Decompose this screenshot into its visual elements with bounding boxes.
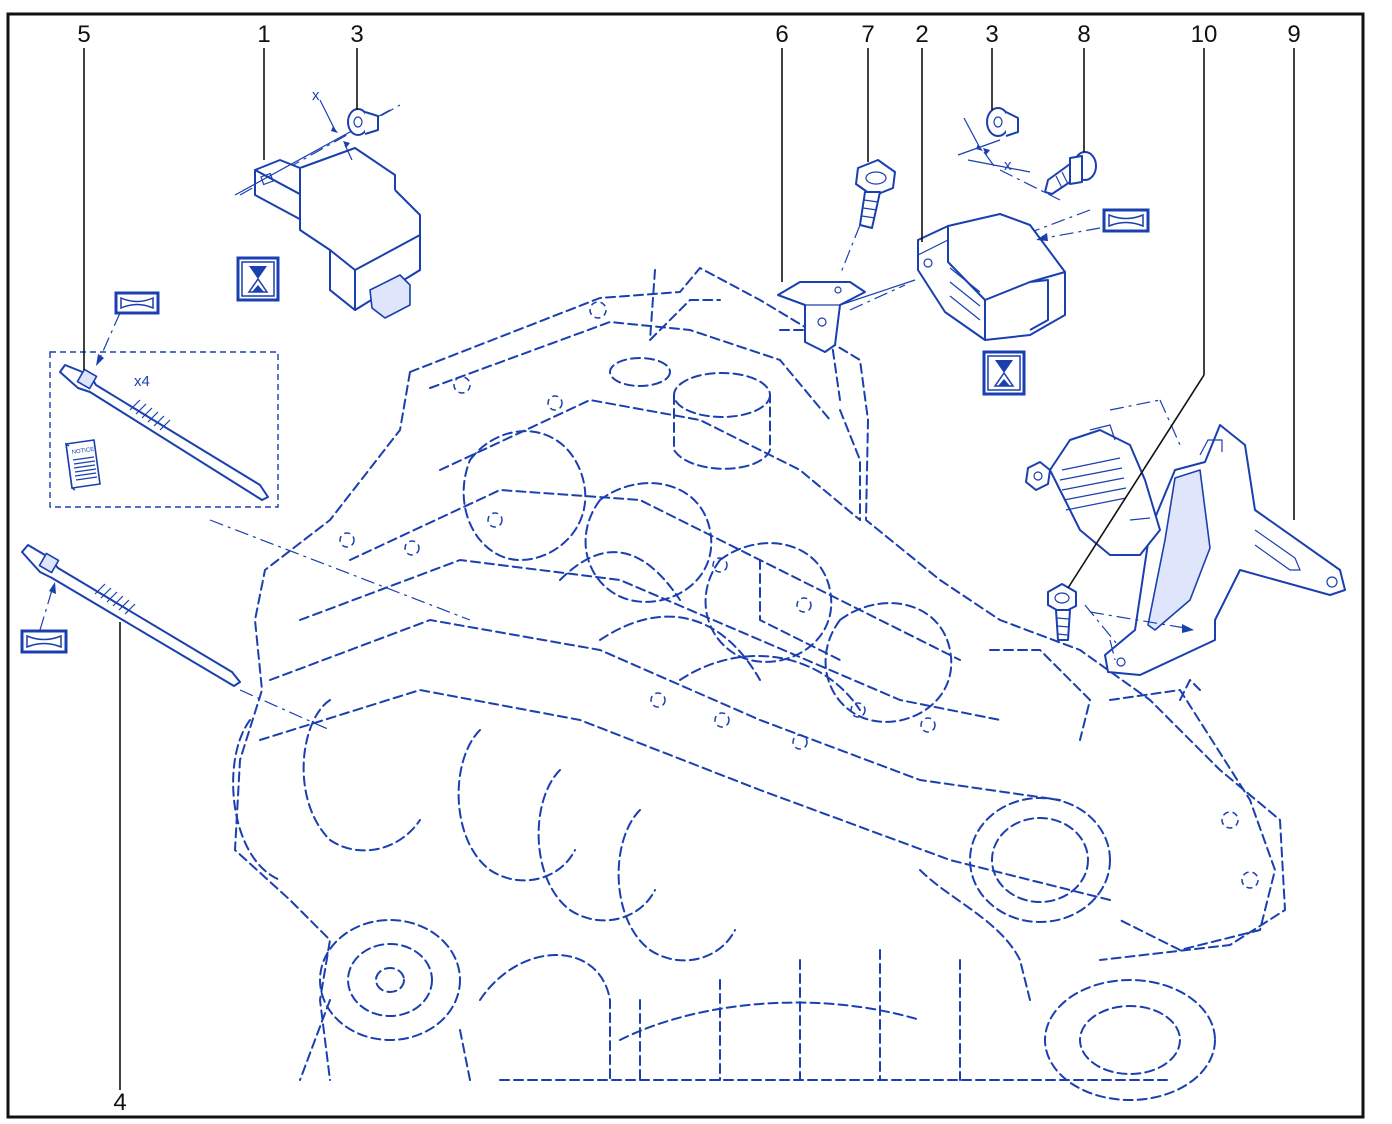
callout-4: 4: [113, 1089, 126, 1116]
glow-plug-kit-box: [49, 351, 279, 508]
callout-6: 6: [775, 21, 788, 48]
part-10-bolt: [1047, 583, 1077, 641]
engine-block-outline: [232, 267, 1286, 1101]
hourglass-icon: [982, 350, 1026, 396]
part-1-preheat-relay: [234, 99, 421, 319]
part-6-bracket: [777, 281, 866, 353]
grease-symbol-icon: [114, 291, 160, 315]
callout-2: 2: [915, 21, 928, 48]
bracket-gear-assembly: [1025, 424, 1161, 556]
part-3-nut-right: [957, 107, 1031, 173]
clearance-x-label-left: x: [312, 87, 320, 104]
notice-booklet-icon: NOTICE: [65, 439, 101, 491]
part-7-bolt: [855, 159, 896, 229]
callout-8: 8: [1077, 21, 1090, 48]
hourglass-icon: [236, 256, 280, 302]
part-4-glow-plug: [21, 544, 241, 687]
part-9-mounting-bracket: [1104, 424, 1346, 676]
callout-lines: [83, 48, 1295, 1090]
glow-plug-quantity: x4: [134, 373, 150, 390]
part-2-control-module: [839, 213, 1066, 341]
grease-symbol-icon: [20, 629, 68, 654]
callout-9: 9: [1287, 21, 1300, 48]
callout-10: 10: [1191, 21, 1218, 48]
callout-3-right: 3: [985, 21, 998, 48]
callout-1: 1: [257, 21, 270, 48]
part-8-bolt: [1044, 151, 1097, 195]
grease-symbol-icon: [1102, 208, 1150, 233]
callout-7: 7: [861, 21, 874, 48]
callout-5: 5: [77, 21, 90, 48]
clearance-x-label-right: x: [1004, 157, 1012, 174]
diagram-frame: [6, 12, 1365, 1119]
part-5-glow-plug-kit: [59, 364, 269, 501]
notice-text: NOTICE: [71, 447, 94, 456]
callout-3-left: 3: [350, 21, 363, 48]
